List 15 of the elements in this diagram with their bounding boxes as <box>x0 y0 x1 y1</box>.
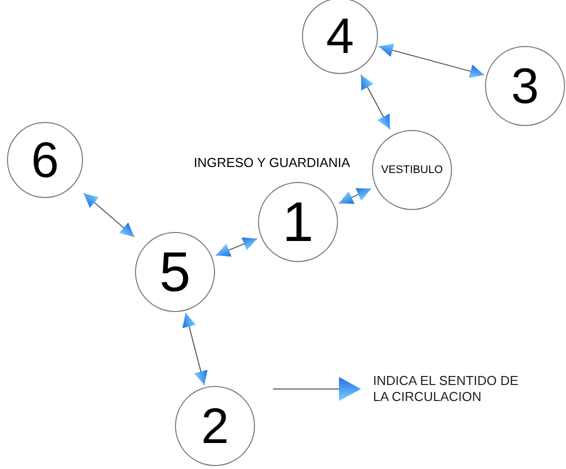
legend-text: INDICA EL SENTIDO DE LA CIRCULACION <box>373 373 520 405</box>
node-number: 2 <box>201 401 229 451</box>
double-arrow <box>338 188 372 204</box>
node-number: 3 <box>511 61 539 111</box>
node-number: 5 <box>159 244 191 300</box>
node-number: 4 <box>326 11 354 61</box>
double-arrow <box>182 312 208 386</box>
double-arrow <box>215 237 258 257</box>
area-label: INGRESO Y GUARDIANIA <box>194 156 350 169</box>
node-label: VESTIBULO <box>381 164 443 176</box>
node-number: 6 <box>31 135 59 185</box>
double-arrow <box>378 43 485 78</box>
double-arrow <box>83 192 135 238</box>
node-number: 1 <box>282 194 314 250</box>
double-arrow <box>360 74 391 130</box>
